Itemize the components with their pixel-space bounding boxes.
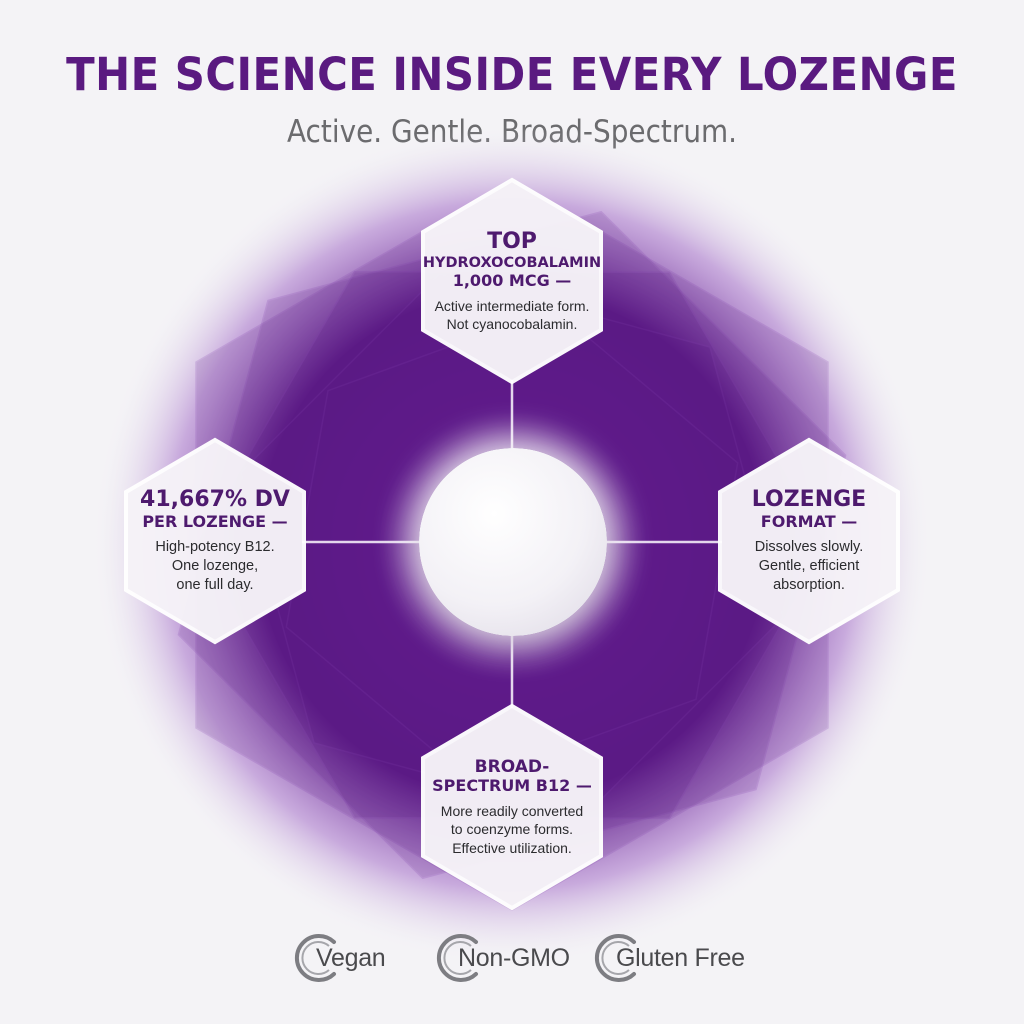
ring-icon <box>436 934 478 982</box>
feature-bottom-body-3: Effective utilization. <box>452 839 572 856</box>
badge-gluten-free-label: Gluten Free <box>616 943 745 972</box>
badge-vegan-label: Vegan <box>316 943 386 972</box>
feature-hex-right: LOZENGE FORMAT — Dissolves slowly. Gentl… <box>714 436 904 646</box>
lozenge-tablet <box>419 448 607 636</box>
feature-right-head-1: LOZENGE <box>751 487 867 513</box>
feature-right-body-2: Gentle, efficient <box>758 557 860 574</box>
badge-non-gmo-label: Non-GMO <box>458 943 570 972</box>
certification-badges: Vegan Non-GMO Gluten Free <box>0 930 1024 986</box>
ring-icon <box>594 934 636 982</box>
feature-top-head-2: HYDROXOCOBALAMIN <box>422 254 602 271</box>
feature-bottom-head-1: BROAD- <box>474 757 550 778</box>
feature-top-body-1: Active intermediate form. <box>434 297 590 314</box>
feature-hex-top: TOP HYDROXOCOBALAMIN 1,000 MCG — Active … <box>417 176 607 386</box>
feature-hex-left: 41,667% DV PER LOZENGE — High-potency B1… <box>120 436 310 646</box>
hexagon-shape <box>421 703 603 911</box>
feature-left-body-3: one full day. <box>176 576 254 593</box>
feature-bottom-head-2: SPECTRUM B12 — <box>432 776 592 796</box>
badge-non-gmo: Non-GMO <box>436 930 570 986</box>
ring-icon <box>294 934 336 982</box>
feature-left-head-1: 41,667% DV <box>140 487 290 513</box>
feature-left-body-2: One lozenge, <box>171 557 259 574</box>
page-title: THE SCIENCE INSIDE EVERY LOZENGE <box>66 48 958 101</box>
feature-hex-bottom: BROAD- SPECTRUM B12 — More readily conve… <box>417 702 607 912</box>
feature-bottom-body-2: to coenzyme forms. <box>450 821 574 838</box>
feature-top-head-1: TOP <box>487 228 537 254</box>
hexagon-shape <box>421 177 603 385</box>
feature-right-head-2: FORMAT — <box>760 512 858 532</box>
feature-right-body-1: Dissolves slowly. <box>754 539 864 556</box>
hexagon-shape <box>124 437 306 645</box>
feature-left-body-1: High-potency B12. <box>155 539 275 556</box>
feature-top-body-2: Not cyanocobalamin. <box>446 315 578 332</box>
feature-left-head-2: PER LOZENGE — <box>142 512 288 532</box>
feature-bottom-body-1: More readily converted <box>440 803 584 820</box>
hexagon-shape <box>718 437 900 645</box>
badge-gluten-free: Gluten Free <box>594 930 745 986</box>
feature-top-head-3: 1,000 MCG — <box>452 270 572 290</box>
feature-right-body-3: absorption. <box>773 576 845 593</box>
badge-vegan: Vegan <box>294 930 386 986</box>
